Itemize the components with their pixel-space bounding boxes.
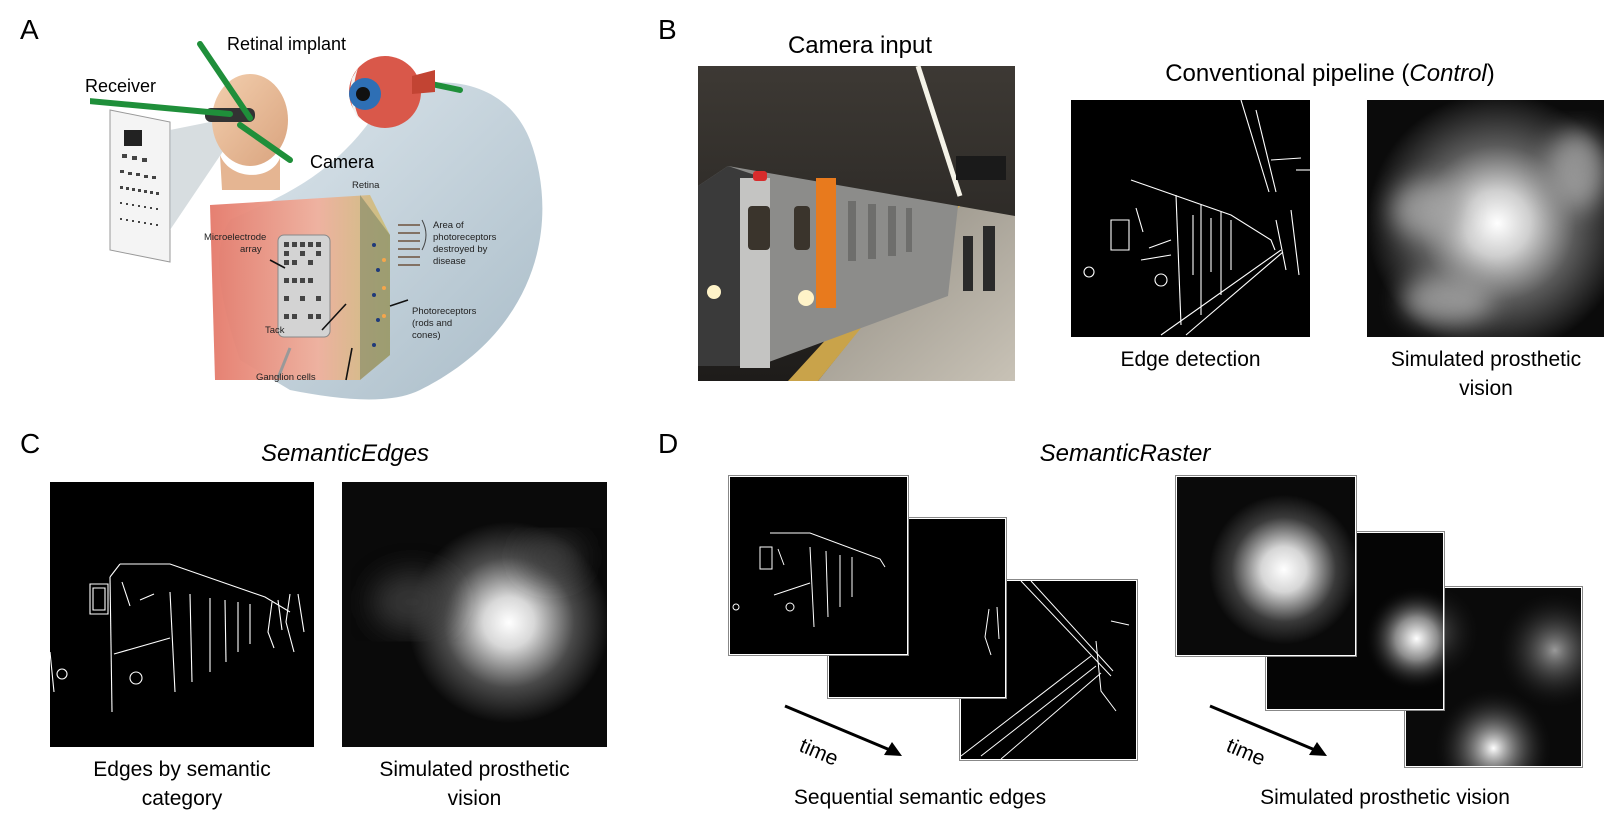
camera-input-image xyxy=(698,66,1015,381)
edge-frame-1 xyxy=(729,476,908,655)
panel-letter-c: C xyxy=(20,428,41,459)
microelectrode-array xyxy=(277,234,331,338)
camera-input-title: Camera input xyxy=(787,32,933,59)
photoreceptors-label-3: cones) xyxy=(412,330,441,341)
time-arrow-right xyxy=(1209,704,1327,756)
ganglion-label: Ganglion cells xyxy=(256,372,316,383)
semantic-edges-caption: Edges by semantic category xyxy=(50,755,314,813)
retinal-implant-label: Retinal implant xyxy=(227,34,347,54)
receiver-label: Receiver xyxy=(85,76,157,96)
conventional-title-suffix: ) xyxy=(1486,60,1495,87)
control-spv-caption-line1: Simulated prosthetic xyxy=(1390,348,1582,371)
area-label-2: photoreceptors xyxy=(433,232,497,243)
microelectrode-label-2: array xyxy=(240,244,262,255)
time-arrow-left xyxy=(784,704,902,756)
tack xyxy=(276,347,292,379)
semantic-edges-spv-caption-line2: vision xyxy=(447,787,502,810)
tack-label: Tack xyxy=(265,325,285,336)
area-label-3: destroyed by xyxy=(433,244,488,255)
semantic-edges-spv-caption-line1: Simulated prosthetic xyxy=(379,758,570,781)
area-label-1: Area of xyxy=(433,220,464,231)
spv-sequence-caption: Simulated prosthetic vision xyxy=(1260,786,1510,809)
eye-chart xyxy=(109,109,171,263)
control-spv-image xyxy=(1367,100,1604,337)
conventional-title-italic: Control xyxy=(1409,60,1487,87)
semantic-edges-title: SemanticEdges xyxy=(260,440,430,467)
retina-label: Retina xyxy=(352,180,380,191)
retinal-implant-illustration: Retina Microelectrode array Area of phot… xyxy=(90,41,543,400)
panel-letter-d: D xyxy=(658,428,679,459)
photoreceptors-label-2: (rods and xyxy=(412,318,452,329)
semantic-edges-caption-line2: category xyxy=(141,787,223,810)
panel-letter-b: B xyxy=(658,14,677,45)
conventional-pipeline-title: Conventional pipeline (Control) xyxy=(1130,60,1530,88)
camera-label: Camera xyxy=(310,152,375,172)
photoreceptors-label-1: Photoreceptors xyxy=(412,306,477,317)
edge-detection-caption: Edge detection xyxy=(1120,348,1261,371)
conventional-title-prefix: Conventional pipeline ( xyxy=(1165,60,1410,87)
microelectrode-label-1: Microelectrode xyxy=(204,232,266,243)
semantic-raster-title: SemanticRaster xyxy=(1039,440,1211,467)
area-label-4: disease xyxy=(433,256,466,267)
control-spv-caption-line2: vision xyxy=(1459,377,1513,400)
semantic-edges-caption-line1: Edges by semantic xyxy=(93,758,271,781)
retina-cross-section xyxy=(210,195,420,380)
semantic-edges-image xyxy=(50,482,314,747)
edge-detection-image xyxy=(1071,100,1310,337)
semantic-edges-spv-image xyxy=(342,482,607,747)
control-spv-caption: Simulated prosthetic vision xyxy=(1360,345,1612,403)
spv-frame-1 xyxy=(1176,476,1356,656)
eyeball xyxy=(349,56,435,128)
semantic-edges-spv-caption: Simulated prosthetic vision xyxy=(342,755,607,813)
panel-letter-a: A xyxy=(20,14,39,45)
sequential-edges-caption: Sequential semantic edges xyxy=(793,786,1047,809)
